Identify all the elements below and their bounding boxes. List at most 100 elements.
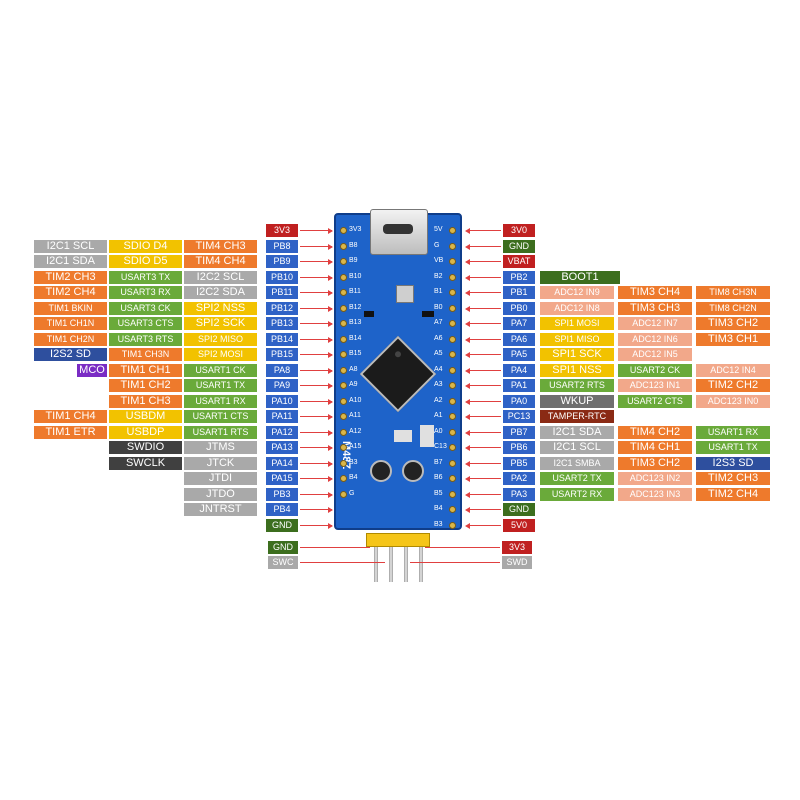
function-label: USART3 TX xyxy=(109,271,182,284)
function-label: SPI2 NSS xyxy=(184,302,257,315)
pin-wire xyxy=(300,277,332,278)
function-label: SPI1 NSS xyxy=(540,364,614,377)
silkscreen-label: A3 xyxy=(434,381,443,388)
pin-arrow xyxy=(465,321,470,327)
pin-hole xyxy=(340,351,347,358)
pin-wire xyxy=(300,463,332,464)
pin-label-left: PB11 xyxy=(266,286,298,299)
function-label: USART3 RTS xyxy=(109,333,182,346)
pin-wire xyxy=(467,432,501,433)
silkscreen-label: B10 xyxy=(349,272,362,280)
pin-wire xyxy=(467,370,501,371)
silkscreen-label: A8 xyxy=(349,365,358,373)
pin-label-right: PA6 xyxy=(503,333,535,346)
pin-arrow xyxy=(328,399,333,405)
pin-wire xyxy=(467,292,501,293)
pin-hole xyxy=(340,397,347,405)
silkscreen-label: B3 xyxy=(434,520,443,528)
pin-label-left: PA8 xyxy=(266,364,298,377)
pin-hole xyxy=(449,521,456,529)
pin-hole xyxy=(340,382,347,389)
silkscreen-label: B6 xyxy=(434,474,443,481)
pin-label-left: PB9 xyxy=(266,255,298,268)
pin-label-left: PB15 xyxy=(266,348,298,361)
pin-label-right: PB6 xyxy=(503,441,535,454)
function-label: ADC12 IN7 xyxy=(618,317,692,330)
pin-label-left: PA15 xyxy=(266,472,298,485)
pin-wire xyxy=(300,308,332,309)
pin-hole xyxy=(449,304,456,312)
function-label: TIM4 CH1 xyxy=(618,441,692,454)
function-label: USART3 CTS xyxy=(109,317,182,330)
pin-label-right: PB5 xyxy=(503,457,535,470)
pin-label-right: 5V0 xyxy=(503,519,535,532)
function-label: SPI1 MISO xyxy=(540,333,614,346)
header-pin xyxy=(374,547,378,582)
crystal xyxy=(394,430,412,442)
crystal xyxy=(420,425,434,447)
pin-label-left: GND xyxy=(266,519,298,532)
pin-wire xyxy=(467,509,501,510)
function-label: I2C1 SCL xyxy=(540,441,614,454)
function-label: TIM1 CH2 xyxy=(109,379,182,392)
header-pin xyxy=(419,547,423,582)
function-label: USART3 RX xyxy=(109,286,182,299)
function-label: ADC123 IN0 xyxy=(696,395,770,408)
pin-label-right: PB7 xyxy=(503,426,535,439)
silkscreen-label: B4 xyxy=(434,505,443,512)
silkscreen-label: VB xyxy=(434,257,444,264)
bottom-pin-label: SWC xyxy=(268,556,298,569)
function-label: USART2 RX xyxy=(540,488,614,501)
pin-hole xyxy=(340,459,347,467)
pin-arrow xyxy=(328,290,333,296)
pin-wire xyxy=(467,385,501,386)
pin-arrow xyxy=(465,290,470,296)
swd-header xyxy=(366,533,430,547)
pin-wire xyxy=(300,230,332,231)
function-label: ADC12 IN4 xyxy=(696,364,770,377)
pin-label-right: PA3 xyxy=(503,488,535,501)
pin-hole xyxy=(449,242,456,250)
function-label: ADC123 IN2 xyxy=(618,472,692,485)
pin-arrow xyxy=(465,228,470,234)
pin-arrow xyxy=(328,492,333,498)
function-label: TIM8 CH2N xyxy=(696,302,770,315)
pin-arrow xyxy=(328,352,333,358)
function-label: TIM3 CH2 xyxy=(696,317,770,330)
silkscreen-label: B7 xyxy=(434,458,443,466)
pin-hole xyxy=(340,444,347,451)
function-label: SPI2 MISO xyxy=(184,333,257,346)
pin-wire xyxy=(300,547,370,548)
pin-arrow xyxy=(465,306,470,312)
pin-arrow xyxy=(328,430,333,436)
pin-label-right: GND xyxy=(503,240,535,253)
pin-arrow xyxy=(465,430,470,436)
function-label: TIM2 CH4 xyxy=(696,488,770,501)
pin-wire xyxy=(300,354,332,355)
pin-wire xyxy=(467,308,501,309)
pin-arrow xyxy=(465,492,470,498)
function-label: JTMS xyxy=(184,441,257,454)
pin-arrow xyxy=(328,321,333,327)
pin-arrow xyxy=(465,352,470,358)
pin-wire xyxy=(467,339,501,340)
silkscreen-label: C13 xyxy=(434,443,447,450)
bottom-pin-label: SWD xyxy=(502,556,532,569)
pin-hole xyxy=(449,335,456,343)
pin-wire xyxy=(425,547,500,548)
pin-arrow xyxy=(328,337,333,343)
function-label: TIM2 CH4 xyxy=(34,286,107,299)
pin-hole xyxy=(449,273,456,281)
pin-label-right: PA2 xyxy=(503,472,535,485)
pin-hole xyxy=(449,289,456,296)
pin-arrow xyxy=(328,523,333,529)
function-label: SPI2 MOSI xyxy=(184,348,257,361)
pin-hole xyxy=(340,490,347,498)
pin-wire xyxy=(467,447,501,448)
pin-label-right: PA5 xyxy=(503,348,535,361)
pin-wire xyxy=(300,509,332,510)
pin-arrow xyxy=(328,275,333,281)
pin-label-right: PB2 xyxy=(503,271,535,284)
pin-wire xyxy=(467,401,501,402)
